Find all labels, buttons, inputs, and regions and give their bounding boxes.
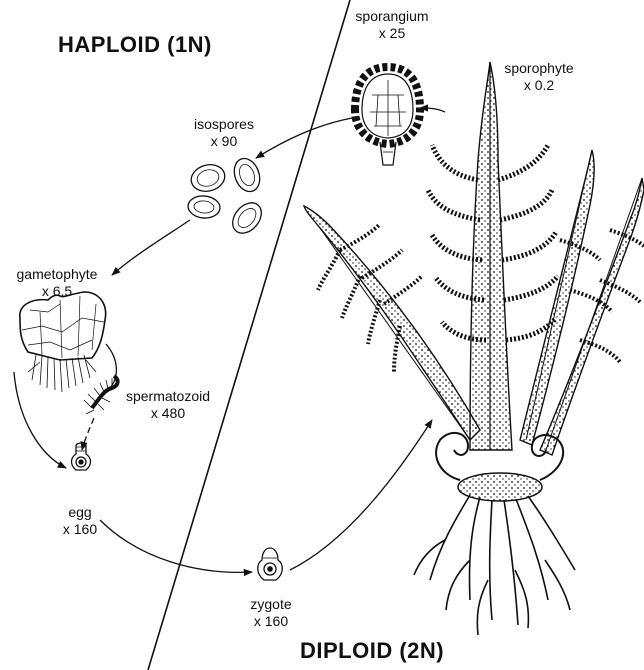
phase-divider-line bbox=[148, 0, 350, 670]
sporangium-name: sporangium bbox=[352, 8, 432, 25]
zygote-drawing bbox=[258, 548, 283, 580]
spermatozoid-magnification: x 480 bbox=[118, 405, 218, 422]
spermatozoid-drawing bbox=[84, 376, 118, 414]
gametophyte-name: gametophyte bbox=[12, 266, 102, 283]
zygote-label: zygote x 160 bbox=[236, 596, 306, 630]
spermatozoid-label: spermatozoid x 480 bbox=[118, 388, 218, 422]
arrow-zygote-to-sporophyte bbox=[290, 420, 432, 570]
sporophyte-magnification: x 0.2 bbox=[496, 77, 582, 94]
sporophyte-label: sporophyte x 0.2 bbox=[496, 60, 582, 94]
egg-name: egg bbox=[52, 504, 108, 521]
arrow-isospores-to-gametophyte bbox=[112, 220, 190, 275]
sporophyte-drawing bbox=[304, 62, 644, 635]
diploid-phase-title: DIPLOID (2N) bbox=[300, 638, 444, 664]
gametophyte-drawing bbox=[20, 292, 106, 392]
zygote-magnification: x 160 bbox=[236, 613, 306, 630]
haploid-phase-title: HAPLOID (1N) bbox=[58, 32, 212, 58]
arrow-gametophyte-to-spermatozoid bbox=[106, 344, 116, 388]
isospores-label: isospores x 90 bbox=[186, 116, 262, 150]
arrow-egg-to-zygote bbox=[100, 520, 252, 572]
zygote-name: zygote bbox=[236, 596, 306, 613]
isospores-name: isospores bbox=[186, 116, 262, 133]
gametophyte-magnification: x 6.5 bbox=[12, 283, 102, 300]
gametophyte-label: gametophyte x 6.5 bbox=[12, 266, 102, 300]
egg-drawing bbox=[72, 443, 91, 470]
isospores-magnification: x 90 bbox=[186, 133, 262, 150]
sporangium-magnification: x 25 bbox=[352, 25, 432, 42]
egg-magnification: x 160 bbox=[52, 521, 108, 538]
sporangium-drawing bbox=[355, 67, 420, 165]
egg-label: egg x 160 bbox=[52, 504, 108, 538]
sporangium-label: sporangium x 25 bbox=[352, 8, 432, 42]
sporophyte-name: sporophyte bbox=[496, 60, 582, 77]
spermatozoid-name: spermatozoid bbox=[118, 388, 218, 405]
arrow-gametophyte-to-egg bbox=[14, 372, 66, 468]
isospores-drawing bbox=[187, 155, 267, 239]
